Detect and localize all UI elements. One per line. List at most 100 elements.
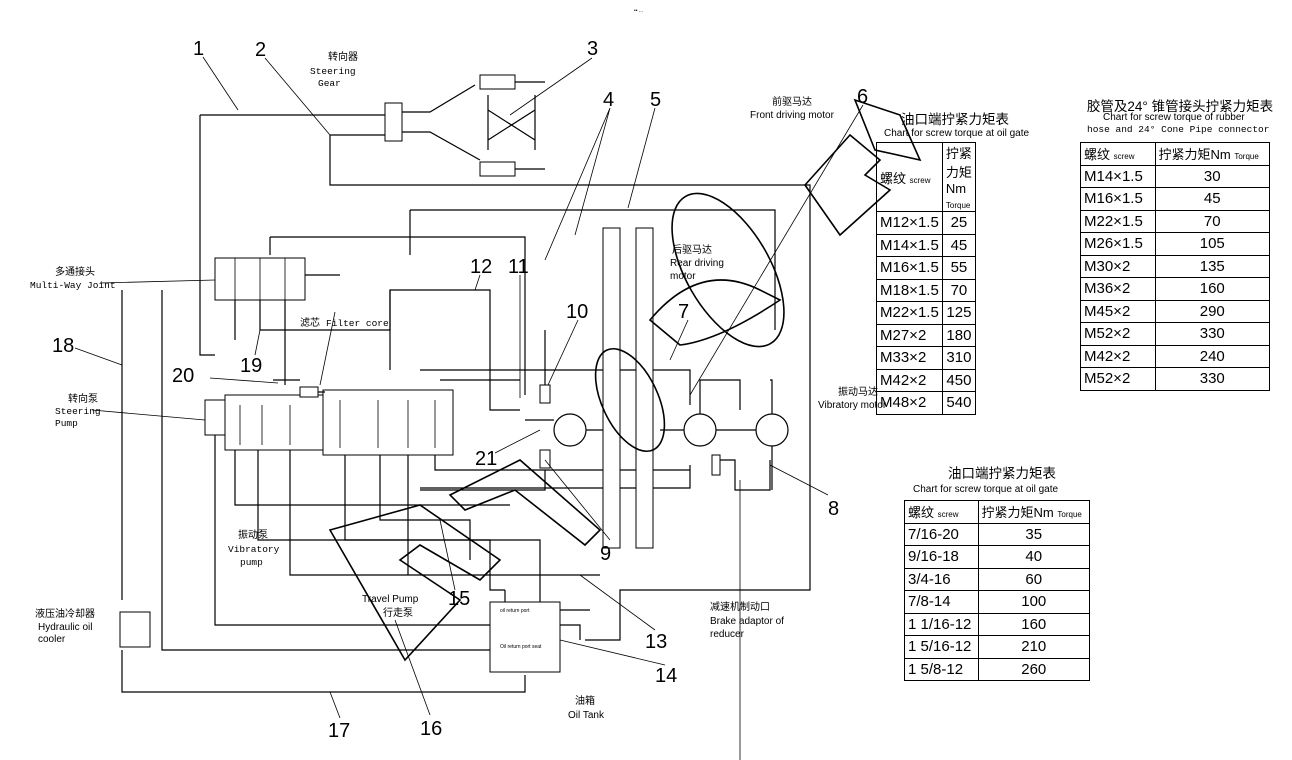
oil-tank-label-en: Oil Tank [568,710,605,721]
table-header-row: 螺纹 screw 拧紧力矩Nm Torque [1080,142,1271,166]
callout-3: 3 [587,38,598,60]
table2-title-en2: hose and 24° Cone Pipe connector [1087,124,1270,135]
callout-9: 9 [600,543,611,565]
vibratory-pump-label-en1: Vibratory [228,544,280,555]
callout-7: 7 [678,301,689,323]
callout-8: 8 [828,498,839,520]
filter-label-en: Filter core [326,318,389,329]
steering-cylinder-bottom [479,161,516,177]
steering-pump-box [204,399,226,436]
vibratory-pump-body [224,394,324,451]
table-header-row: 螺纹 screw 拧紧力矩Nm Torque [904,500,1091,524]
cooler-label-cn: 液压油冷却器 [35,607,95,620]
frame-rail-right [635,227,654,549]
oil-tank-box [489,601,561,673]
svg-text:oil return port: oil return port [500,608,530,614]
filter-core-box [299,386,319,398]
callout-5: 5 [650,89,661,111]
steering-pump-label-en2: Pump [55,418,78,429]
top-mark: •• ... [634,8,643,14]
callout-2: 2 [255,39,266,61]
steering-gear-label-en2: Gear [318,78,341,89]
vibratory-motor-label-cn: 振动马达 [838,385,878,398]
cooler-label-en1: Hydraulic oil [38,622,92,633]
travel-pump-body [322,389,454,456]
rear-motor-label-en2: motor [670,271,696,282]
table1-title-cn: 油口端拧紧力矩表 [901,112,1009,127]
svg-text:Oil return port seat: Oil return port seat [500,644,542,650]
table3-title-en: Chart for screw torque at oil gate [913,484,1059,495]
brake-label-en2: reducer [710,629,745,640]
brake-label-en1: Brake adaptor of [710,616,784,627]
callout-20: 20 [172,365,194,387]
callout-16: 16 [420,718,442,740]
vibratory-motor-symbol [755,413,789,447]
table2-title-cn: 胶管及24° 锥管接头拧紧力矩表 [1086,99,1274,114]
callout-10: 10 [566,301,588,323]
cooler-label-en2: cooler [38,634,66,645]
rear-motor-label-cn: 后驱马达 [672,244,712,256]
multiway-label-en: Multi-Way Joint [30,280,116,291]
travel-pump-label-cn: 行走泵 [383,606,413,619]
pipe-top-1 [199,114,385,356]
callout-12: 12 [470,256,492,278]
callout-13: 13 [645,631,667,653]
steering-gear-label-cn: 转向器 [328,50,358,63]
pipe-left-2 [161,290,490,651]
steering-cylinder-top [479,74,516,90]
oil-tank-label-cn: 油箱 [575,694,595,707]
front-motor-label-cn: 前驱马达 [772,95,812,108]
brake-label-cn: 减速机制动口 [710,600,770,613]
steering-pump-label-cn: 转向泵 [68,392,98,405]
callout-4: 4 [603,89,614,111]
callout-6: 6 [857,86,868,108]
callout-21: 21 [475,448,497,470]
steering-gear-label-en1: Steering [310,66,356,77]
frame-rail-left [602,227,621,549]
pipe-4 [270,236,526,395]
callout-14: 14 [655,665,677,687]
front-driving-motor-symbol [683,413,717,447]
vibratory-motor-label-en: Vibratory motor [818,400,887,411]
vibratory-pump-label-cn: 振动泵 [238,528,268,541]
front-motor-label-en: Front driving motor [750,110,835,121]
multiway-label-cn: 多通接头 [55,265,95,278]
table1-title-en: Chart for screw torque at oil gate [884,128,1030,139]
callout-15: 15 [448,588,470,610]
rear-motor-label-en1: Rear driving [670,258,724,269]
filter-label-cn: 滤芯 [300,316,320,329]
brake-adaptor-symbol [711,454,721,476]
hydraulic-oil-cooler-box [119,611,151,648]
pipe-top-3 [410,209,776,330]
vibratory-pump-label-en2: pump [240,557,263,568]
callout-17: 17 [328,720,350,742]
callout-1: 1 [193,38,204,60]
table3-title-cn: 油口端拧紧力矩表 [948,466,1056,481]
pipe-top-2 [329,134,811,641]
